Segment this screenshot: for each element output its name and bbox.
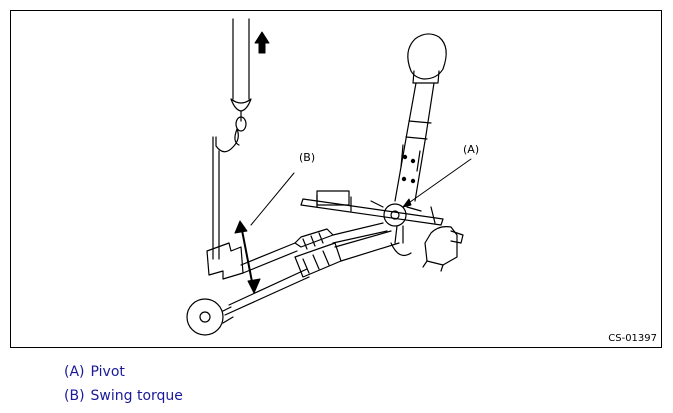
hook-wire [215, 128, 239, 153]
callout-a-leader [402, 158, 472, 208]
figure-id: CS-01397 [608, 333, 657, 344]
pull-direction-arrow [254, 31, 270, 54]
swing-torque-arrow [234, 220, 261, 294]
lower-rod [224, 230, 400, 316]
pivot-assembly [300, 190, 444, 244]
spring-scale [230, 18, 252, 146]
hook-rod [212, 136, 220, 260]
shift-knob [407, 33, 447, 84]
upper-rod [240, 222, 388, 274]
eye-end [186, 298, 234, 336]
legend-text: Pivot [90, 364, 125, 380]
callout-b-leader [250, 172, 295, 226]
legend-item-pivot: (A) Pivot [64, 360, 183, 384]
figure-frame: (B) (A) CS-01397 [10, 10, 662, 348]
callout-a-label: (A) [463, 143, 479, 156]
legend: (A) Pivot (B) Swing torque [64, 360, 183, 408]
shift-lever-shaft [394, 82, 435, 202]
legend-key: (A) [64, 364, 85, 380]
joint-housing [390, 226, 464, 272]
shift-lever-illustration: (B) (A) [186, 18, 479, 336]
rod-bracket [206, 242, 244, 280]
callout-b-label: (B) [299, 151, 315, 164]
legend-text: Swing torque [90, 388, 183, 404]
legend-item-swing-torque: (B) Swing torque [64, 384, 183, 408]
legend-key: (B) [64, 388, 85, 404]
